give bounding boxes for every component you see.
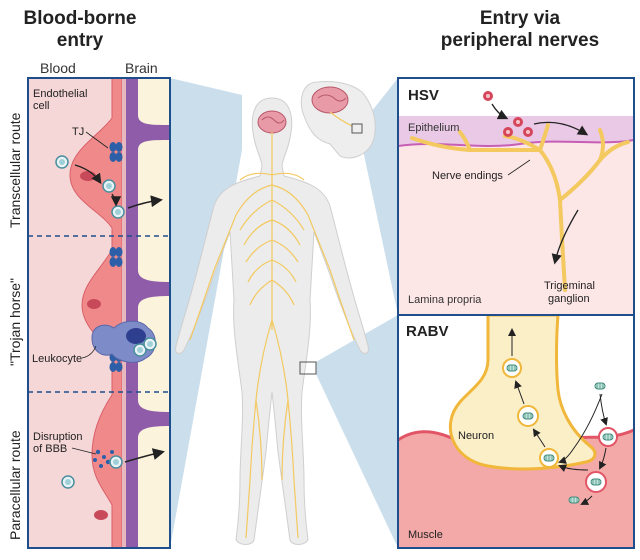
region-marker-hsv [351,123,363,134]
label-epithelium: Epithelium [408,122,459,134]
virus-icon [61,475,75,489]
virus-vesicle-muscle [598,427,618,447]
rabv-panel: RABV Neuron Muscle [397,314,635,549]
label-nerve-endings: Nerve endings [432,170,503,182]
virus-icon [111,205,125,219]
human-body-figure [175,97,369,545]
right-title-line1: Entry via [479,8,561,29]
hsv-virus-icon [513,117,523,127]
rabv-projection [316,315,398,548]
brain-astrocyte-layer [126,78,170,548]
neuron-cell [448,315,597,471]
virus-vesicle-muscle [585,471,607,493]
label-trigeminal-2: ganglion [548,293,590,305]
rabv-virus-icon [568,496,580,504]
virus-icon [55,155,69,169]
hsv-virus-icon [483,91,493,101]
hsv-panel: HSV Epithelium Nerve endings Lamina prop… [397,77,635,316]
rabv-virus-icon [594,382,606,390]
label-trigeminal-1: Trigeminal [544,280,595,292]
virus-vesicle [517,405,539,427]
route-label-transcellular: Transcellular route [7,112,23,228]
head-profile-figure [300,81,376,159]
brain-icon-profile [311,86,349,114]
col-label-brain: Brain [125,60,158,76]
left-title: Blood-borne entry [0,8,160,52]
hsv-virus-icon [503,127,513,137]
hsv-title: HSV [408,87,439,104]
left-title-line2: entry [56,30,104,51]
left-projection [170,78,242,548]
virus-icon [109,455,123,469]
virus-vesicle [539,448,559,468]
left-panel-border [27,77,171,549]
rabv-title: RABV [406,323,449,340]
label-neuron: Neuron [458,430,494,442]
virus-vesicle [502,358,522,378]
left-title-line1: Blood-borne [23,8,137,29]
tight-junction-icon [109,142,123,162]
label-lamina-propria: Lamina propria [408,294,482,306]
label-muscle: Muscle [408,529,443,541]
epithelium-layer [398,116,634,146]
virus-icon [143,337,157,351]
label-disruption-1: Disruption [33,431,83,443]
nervous-system-lines [189,132,355,539]
right-title-line2: peripheral nerves [440,30,600,51]
endothelial-cell-layer [69,78,123,548]
bbb-disruption-particles [93,449,114,468]
region-marker-rabv [299,361,317,375]
label-endothelial-1: Endothelial [33,88,87,100]
nerve-endings [410,123,630,292]
label-disruption-2: of BBB [33,443,67,455]
label-endothelial-2: cell [33,100,50,112]
label-leukocyte: Leukocyte [32,353,82,365]
label-tj: TJ [72,126,84,138]
tight-junction-icon-2 [109,247,123,267]
route-label-trojan: "Trojan horse" [7,278,23,366]
right-title: Entry via peripheral nerves [410,8,630,52]
route-label-paracellular: Paracellular route [7,430,23,540]
col-label-blood: Blood [40,60,76,76]
left-panel: Blood Brain Transcellular route "Trojan … [7,60,171,549]
virus-icon [102,179,116,193]
hsv-virus-icon [523,127,533,137]
